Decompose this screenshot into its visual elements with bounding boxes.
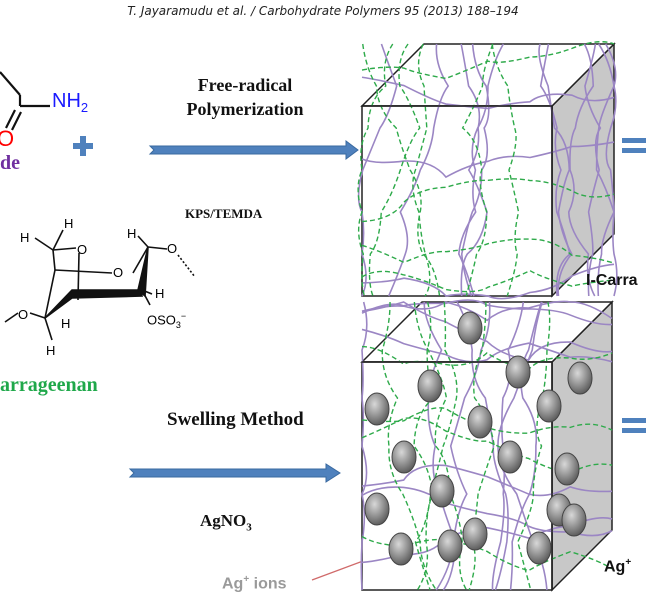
carrageenan-name: arrageenan xyxy=(0,374,98,396)
product1-label: I-Carra xyxy=(586,272,638,289)
running-head: T. Jayaramudu et al. / Carbohydrate Poly… xyxy=(127,4,519,18)
polymer-chain xyxy=(387,43,450,297)
silver-ion xyxy=(467,405,493,439)
polymer-chain xyxy=(361,300,613,322)
arrow-swelling xyxy=(128,463,341,483)
crosslink-chain xyxy=(517,301,551,591)
atom-h: H xyxy=(127,226,137,241)
crosslink-chain xyxy=(361,269,615,293)
ion-callout-label: Ag+ ions xyxy=(222,574,287,593)
sulfate-label: OSO3− xyxy=(147,311,187,330)
polymer-chain xyxy=(509,301,543,591)
step1-line1: Free-radical xyxy=(197,75,293,95)
equals-icon xyxy=(622,418,646,433)
polymer-chain xyxy=(361,76,615,110)
silver-ion xyxy=(536,389,562,423)
atom-o: O xyxy=(18,307,29,322)
polymer-chain xyxy=(360,301,368,591)
silver-ion xyxy=(497,440,523,474)
polymer-chain xyxy=(357,43,398,297)
crosslink-chain xyxy=(361,178,615,223)
silver-ion xyxy=(554,452,580,486)
silver-ion xyxy=(364,492,390,526)
crosslink-chain xyxy=(357,43,394,297)
silver-ion xyxy=(364,392,390,426)
silver-ion xyxy=(561,503,587,537)
atom-o: O xyxy=(113,265,124,280)
polymer-chain xyxy=(456,301,509,591)
silver-ion xyxy=(388,532,414,566)
polymer-chain xyxy=(361,328,613,363)
polymer-chain xyxy=(605,43,618,297)
silver-loaded-hydrogel-cube xyxy=(360,299,614,592)
silver-ion xyxy=(567,361,593,395)
crosslink-chain xyxy=(414,301,458,591)
crosslink-chain xyxy=(361,41,615,80)
step2-method: Swelling Method xyxy=(167,409,304,430)
polymer-chain xyxy=(361,263,615,300)
silver-ion xyxy=(457,311,483,345)
silver-ion xyxy=(391,440,417,474)
crosslink-chain xyxy=(413,301,435,591)
arrow-polymerization xyxy=(148,140,359,160)
atom-h: H xyxy=(155,286,165,301)
oxygen-label: O xyxy=(0,126,15,151)
crosslink-chain xyxy=(491,43,520,297)
acrylamide-structure xyxy=(0,71,50,131)
product2-label: Ag+ xyxy=(604,557,632,576)
polymer-chain xyxy=(458,43,505,297)
amine-label: NH2 xyxy=(52,90,89,115)
step2-reagent: AgNO3 xyxy=(200,511,252,534)
carrageenan-structure xyxy=(4,229,196,341)
step1-line2: Polymerization xyxy=(186,99,304,119)
polymer-chain xyxy=(361,464,613,497)
polymer-chain xyxy=(361,301,613,361)
polymer-chain xyxy=(567,43,596,297)
crosslink-chain xyxy=(361,238,615,264)
silver-ion xyxy=(429,474,455,508)
silver-ion xyxy=(526,531,552,565)
equals-icon xyxy=(622,138,646,153)
cube-front-face xyxy=(361,105,553,297)
crosslink-chain xyxy=(412,43,431,297)
step1-reagent: KPS/TEMDA xyxy=(185,206,263,221)
atom-h: H xyxy=(61,316,71,331)
plus-icon xyxy=(73,136,93,156)
atom-h: H xyxy=(20,230,30,245)
atom-o: O xyxy=(77,242,88,257)
hydrogel-cube xyxy=(357,41,618,300)
monomer-name: de xyxy=(0,152,20,174)
silver-ion xyxy=(437,529,463,563)
crosslink-chain xyxy=(362,43,441,297)
silver-ion xyxy=(417,369,443,403)
atom-o: O xyxy=(167,241,178,256)
crosslink-chain xyxy=(361,345,613,371)
crosslink-chain xyxy=(413,301,468,591)
polymer-chain xyxy=(584,43,602,297)
atom-h: H xyxy=(46,343,56,358)
crosslink-chain xyxy=(368,43,421,297)
polymer-chain xyxy=(460,43,488,297)
atom-h: H xyxy=(64,216,74,231)
silver-ion xyxy=(462,517,488,551)
silver-ion xyxy=(505,355,531,389)
crosslink-chain xyxy=(461,43,494,297)
polymer-chain xyxy=(361,141,615,179)
